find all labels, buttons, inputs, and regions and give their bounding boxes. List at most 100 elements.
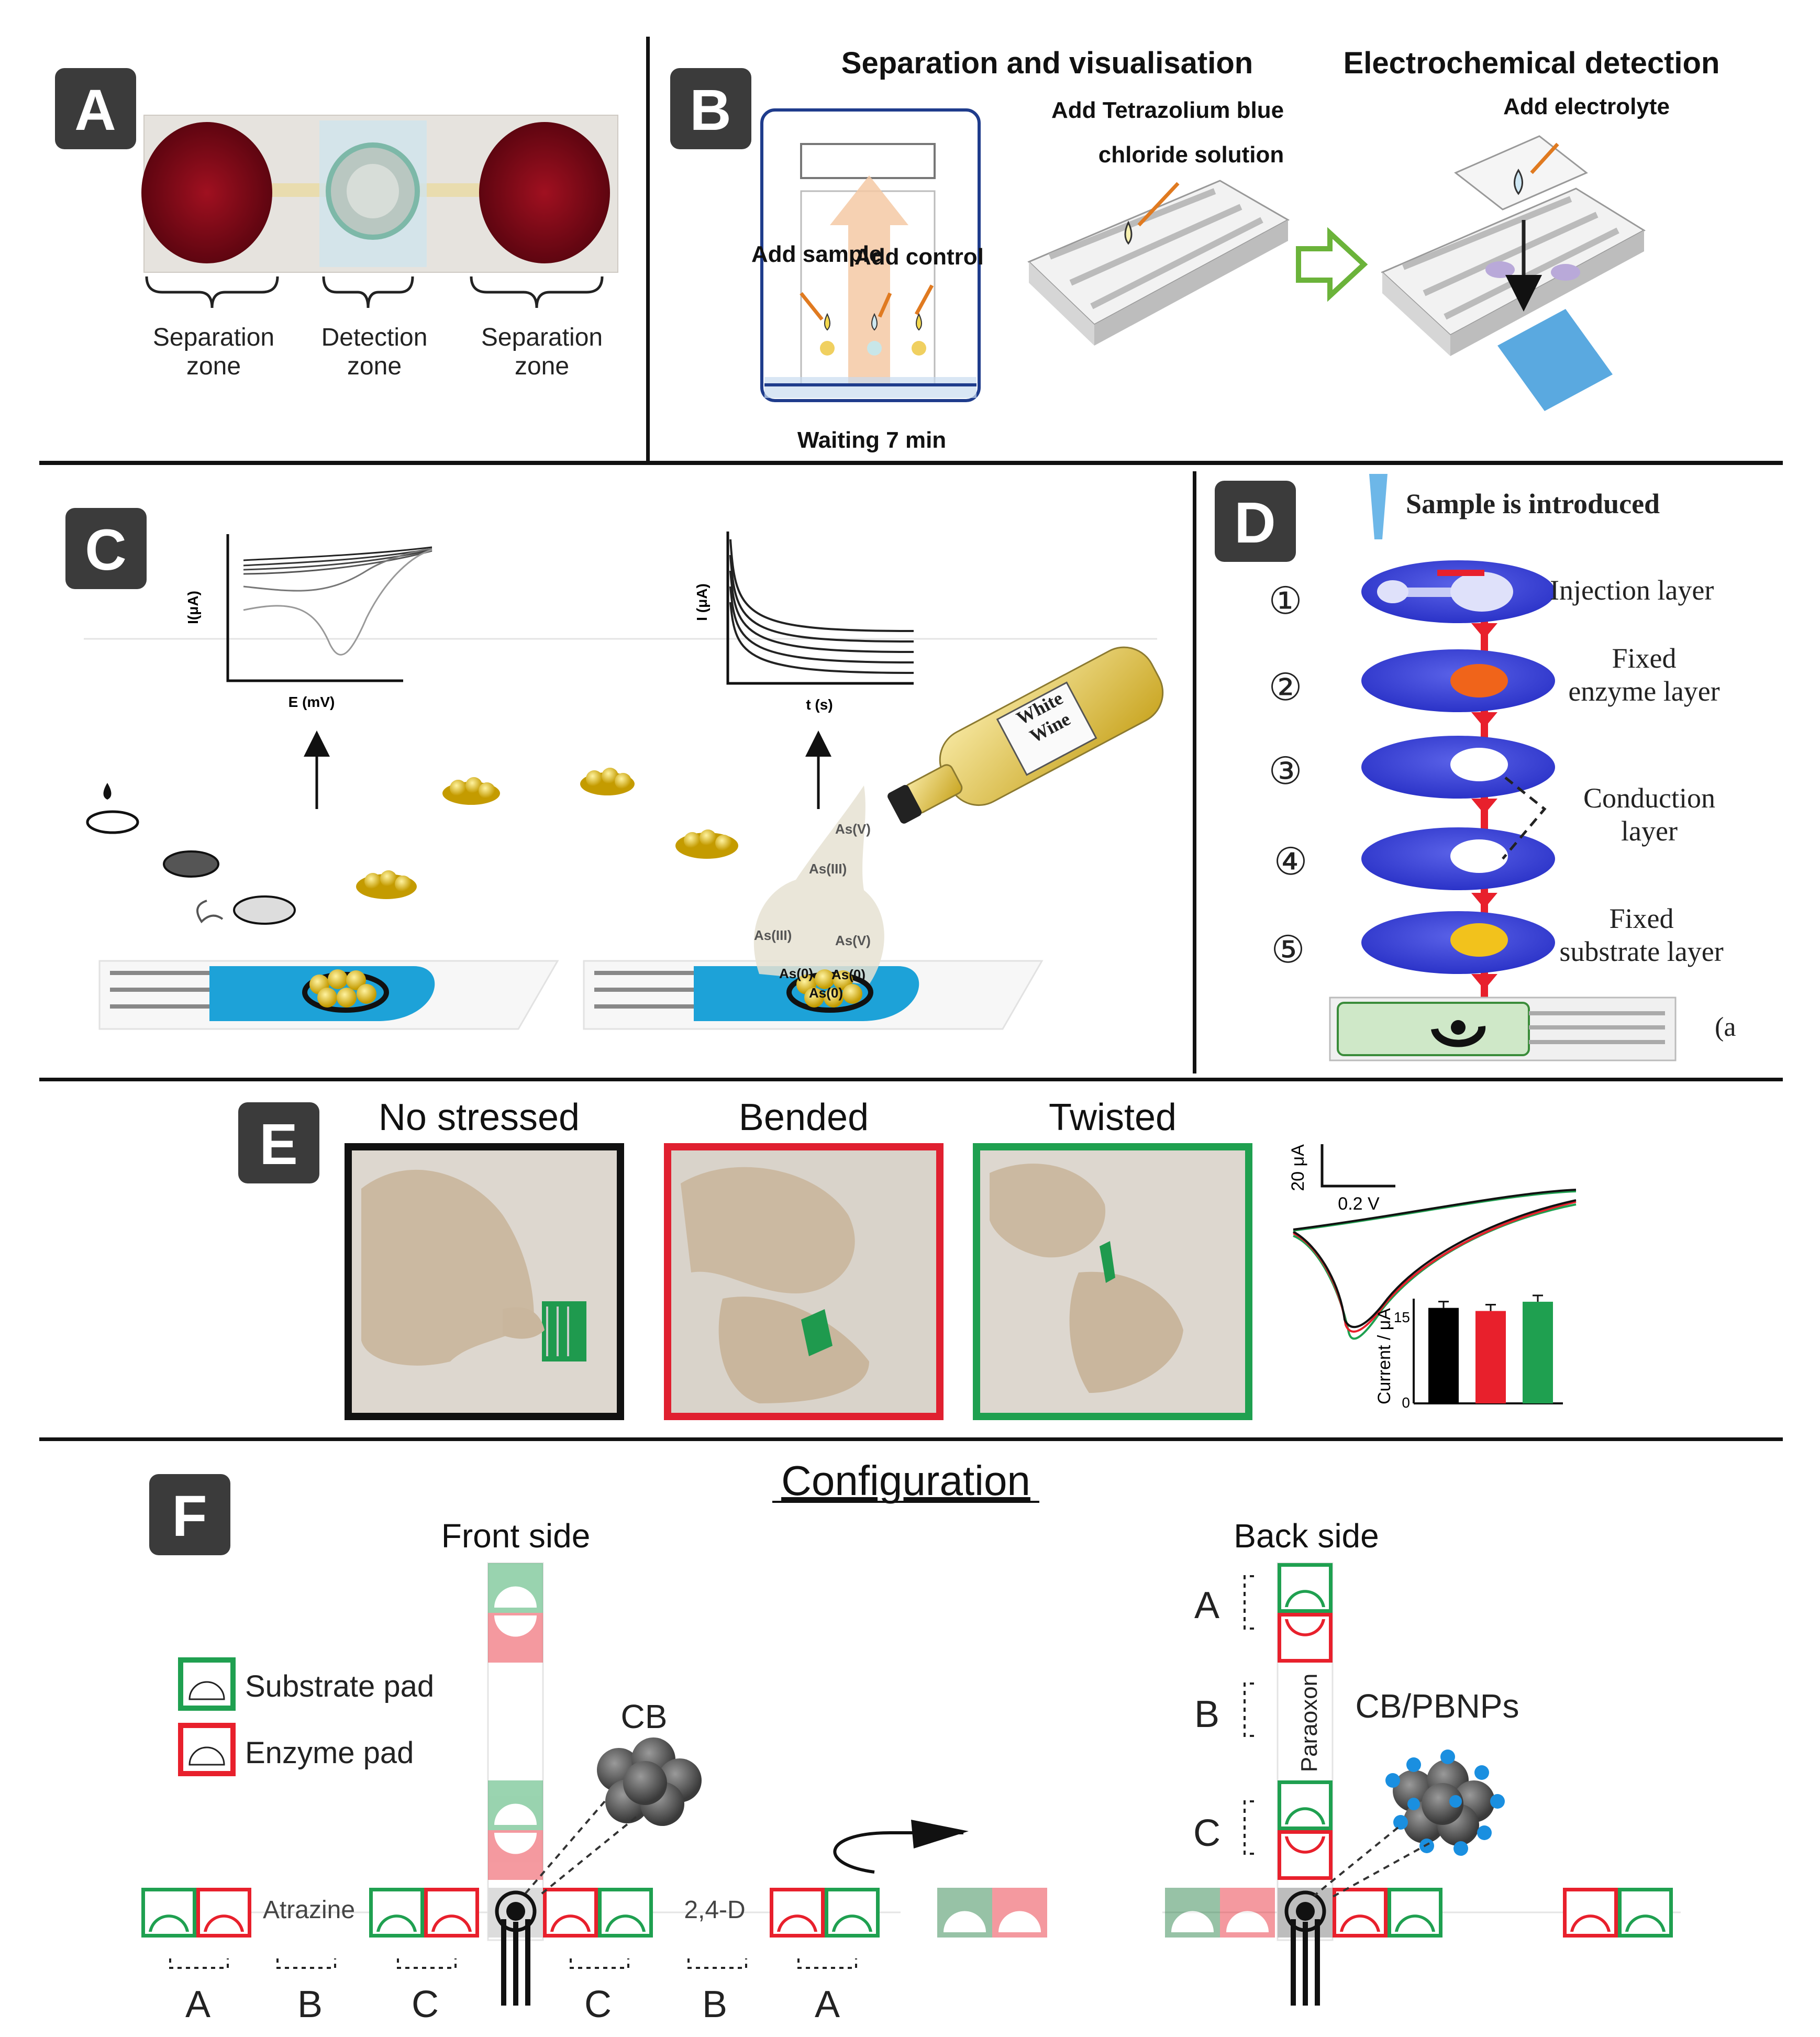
panel-c: C I(μA) E (mV) (65, 508, 1164, 1030)
bar (1475, 1311, 1506, 1403)
substrate-pad (141, 1888, 196, 1938)
d-title: Sample is introduced (1406, 488, 1660, 519)
legend-enzyme: Enzyme pad (245, 1736, 414, 1770)
substrate-pad (1278, 1563, 1333, 1613)
fixed-enzyme-label-1: Fixed (1612, 643, 1676, 674)
substrate-pad (369, 1888, 424, 1938)
panel-letter-box (1215, 481, 1296, 562)
ca-xlabel: t (s) (806, 696, 833, 713)
layer-number: ① (1269, 580, 1303, 622)
faded-pads (937, 1888, 1047, 1938)
species-label: As(V) (835, 933, 871, 948)
cv-ylabel: I(μA) (185, 591, 201, 624)
bar-ylabel: Current / μA (1374, 1308, 1394, 1404)
bottom-letter: B (297, 1984, 323, 2025)
bar (1428, 1308, 1459, 1403)
label-electrolyte: Add electrolyte (1503, 94, 1670, 119)
conduction-label-2: layer (1621, 815, 1678, 847)
front-electrode (488, 1888, 543, 2006)
back-electrode (1278, 1888, 1333, 2006)
photo-title: Bended (739, 1097, 869, 1138)
enzyme-pad (543, 1888, 598, 1938)
layer-number: ③ (1269, 750, 1303, 792)
panel-letter: E (259, 1112, 297, 1177)
bottom-letters: A B C C B A (185, 1984, 840, 2025)
separation-zone-right (479, 122, 610, 263)
left-process (86, 768, 738, 1030)
species-label: As(V) (835, 821, 871, 837)
back-letter: B (1194, 1693, 1219, 1735)
fixed-enzyme-label-2: enzyme layer (1568, 676, 1719, 707)
cb-pbnps-label: CB/PBNPs (1356, 1687, 1519, 1725)
enzyme-pad (1278, 1613, 1333, 1663)
panel-letter-box (55, 68, 136, 149)
species-label: As(III) (809, 861, 847, 877)
enzyme-pad (424, 1888, 479, 1938)
panel-letter-box (670, 68, 751, 149)
back-side-label: Back side (1234, 1517, 1379, 1555)
pipette-icon (1369, 474, 1388, 539)
substrate-pad (1278, 1780, 1333, 1830)
front-side-label: Front side (441, 1517, 591, 1555)
cb-pbnps-particle-icon (1313, 1750, 1505, 1899)
species-label: As(0) (809, 985, 843, 1001)
layer-number: ② (1269, 667, 1303, 708)
photo-no-stressed (345, 1143, 624, 1420)
photo-bended (664, 1143, 944, 1420)
bar-ytick: 15 (1394, 1309, 1410, 1325)
cv-plot: I(μA) E (mV) (185, 534, 432, 710)
pad-legend: Substrate pad Enzyme pad (178, 1657, 434, 1776)
enzyme-pad (1278, 1830, 1333, 1880)
ca-plot: I (μA) t (s) (694, 532, 914, 713)
config-title: Configuration (781, 1457, 1030, 1504)
panel-e: E No stressed Bended Twisted (238, 1097, 1577, 1420)
label-waiting: Waiting 7 min (797, 427, 946, 453)
bar-ytick: 0 (1402, 1394, 1410, 1411)
bar (1523, 1301, 1553, 1403)
panel-letter-box (149, 1474, 230, 1555)
d-tail-label: (a (1715, 1012, 1736, 1042)
photo-title: Twisted (1049, 1097, 1177, 1138)
label-chloride: chloride solution (1098, 142, 1284, 168)
panel-b: B Separation and visualisation Electroch… (670, 46, 1719, 453)
front-strip: Atrazine 2,4-D (141, 1562, 901, 2006)
paper-device-photo (141, 115, 618, 273)
atrazine-label: Atrazine (263, 1896, 355, 1924)
cv-xlabel: E (mV) (288, 694, 335, 710)
separation-device-sketch (760, 108, 981, 402)
fold-arrow-head (911, 1820, 969, 1848)
paper-device-1 (1027, 180, 1290, 346)
species-label: As(0) (779, 966, 813, 981)
fixed-substrate-label-2: substrate layer (1559, 936, 1723, 967)
fold-arrow (833, 1831, 963, 1874)
layer-number: ④ (1274, 841, 1308, 883)
panel-letter-box (65, 508, 147, 589)
cv-scale-x: 0.2 V (1338, 1194, 1380, 1214)
back-brackets (1244, 1575, 1254, 1855)
layer-stack (1329, 560, 1677, 1061)
substrate-pad (1388, 1888, 1442, 1938)
enzyme-pad (1563, 1888, 1618, 1938)
substrate-pad (598, 1888, 653, 1938)
enzyme-pad (1333, 1888, 1388, 1938)
cv-scale-y: 20 μA (1288, 1144, 1308, 1191)
enzyme-pad (770, 1888, 825, 1938)
fixed-substrate-label-1: Fixed (1609, 903, 1673, 934)
bottom-letter: B (702, 1984, 727, 2025)
panel-letter: D (1234, 491, 1275, 555)
current-bar-chart: Current / μA 15 0 (1374, 1294, 1563, 1411)
back-letter: A (1194, 1585, 1219, 1626)
injection-layer-label: Injection layer (1550, 574, 1714, 606)
panel-letter: F (172, 1484, 207, 1548)
paper-device-2 (1381, 135, 1646, 411)
cv-inset: 20 μA 0.2 V (1288, 1144, 1577, 1340)
panel-letter: C (85, 518, 126, 582)
photo-title: No stressed (379, 1097, 580, 1138)
back-letter: C (1193, 1812, 1220, 1854)
bottom-letter: A (815, 1984, 840, 2025)
bottom-letter: A (185, 1984, 210, 2025)
panel-dividers (39, 37, 1783, 1441)
